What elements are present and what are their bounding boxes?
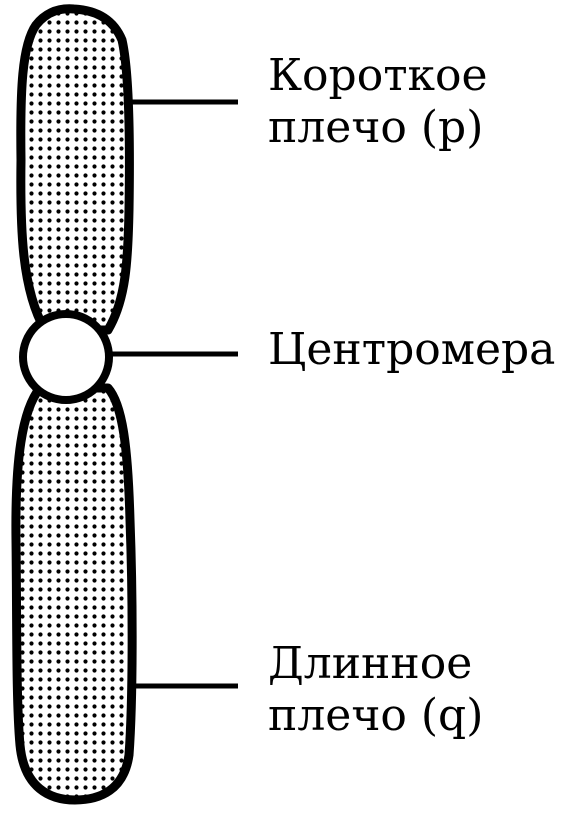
long-arm-label-line-1: Длинное <box>268 638 483 690</box>
short-arm-label: Короткое плечо (p) <box>268 50 488 154</box>
short-arm-label-line-1: Короткое <box>268 50 488 102</box>
short-arm-shape <box>21 9 130 330</box>
long-arm-shape <box>16 388 132 800</box>
centromere-label: Центромера <box>268 324 555 376</box>
short-arm-label-line-2: плечо (p) <box>268 102 488 154</box>
long-arm-label-line-2: плечо (q) <box>268 690 483 742</box>
long-arm-label: Длинное плечо (q) <box>268 638 483 742</box>
centromere-circle <box>23 314 109 400</box>
